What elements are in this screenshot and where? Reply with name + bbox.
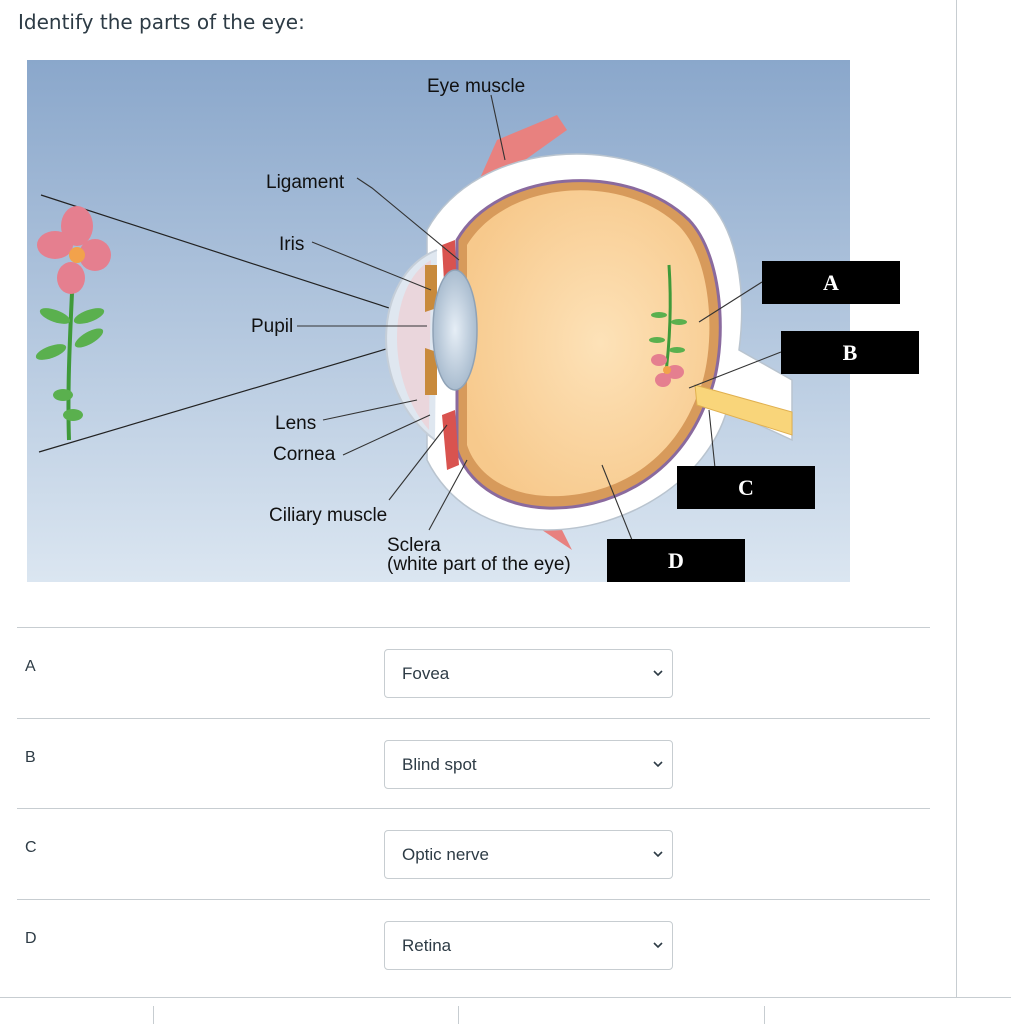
panel-divider <box>956 0 957 998</box>
label-sclera: Sclera <box>387 535 441 556</box>
marker-d: D <box>607 539 745 582</box>
answer-select-d[interactable]: Retina <box>384 920 673 970</box>
answer-row-c: C Optic nerve <box>17 808 930 899</box>
chevron-down-icon <box>653 760 663 767</box>
answer-letter: A <box>25 658 36 675</box>
select-value: Retina <box>402 935 452 955</box>
chevron-down-icon <box>653 670 663 677</box>
marker-a-letter: A <box>823 269 839 295</box>
footer-tick <box>153 1006 154 1024</box>
answer-row-d: D Retina <box>17 898 930 990</box>
marker-b: B <box>781 331 919 374</box>
marker-c-letter: C <box>738 474 754 500</box>
answer-list: A Fovea B Blind spot C Optic nerve D Ret… <box>17 627 930 989</box>
marker-c: C <box>677 466 815 509</box>
select-value: Optic nerve <box>402 845 489 864</box>
label-pupil: Pupil <box>251 316 293 337</box>
chevron-down-icon <box>653 941 663 948</box>
eye-diagram-artwork: Eye muscle Ligament Iris Pupil Lens Corn… <box>27 60 850 582</box>
answer-letter: D <box>25 929 37 947</box>
marker-d-letter: D <box>668 547 684 573</box>
answer-row-b: B Blind spot <box>17 717 930 809</box>
retina-image <box>649 264 687 387</box>
label-iris: Iris <box>279 234 304 255</box>
answer-letter: C <box>25 839 37 856</box>
label-eye-muscle: Eye muscle <box>427 76 525 97</box>
answer-select-c[interactable]: Optic nerve <box>384 830 673 879</box>
answer-select-a[interactable]: Fovea <box>384 649 673 698</box>
label-lens: Lens <box>275 413 316 434</box>
marker-a: A <box>762 261 900 304</box>
label-sclera-note: (white part of the eye) <box>387 554 571 575</box>
label-ciliary-muscle: Ciliary muscle <box>269 505 387 526</box>
label-ligament: Ligament <box>266 172 345 193</box>
flower-object <box>35 206 111 441</box>
question-title: Identify the parts of the eye: <box>18 10 305 34</box>
eye-diagram: Eye muscle Ligament Iris Pupil Lens Corn… <box>27 60 919 582</box>
answer-letter: B <box>25 748 36 766</box>
select-value: Blind spot <box>402 754 477 774</box>
label-cornea: Cornea <box>273 444 336 465</box>
select-value: Fovea <box>402 664 450 683</box>
answer-row-a: A Fovea <box>17 627 930 718</box>
marker-b-letter: B <box>842 339 858 365</box>
footer-tick <box>458 1006 459 1024</box>
footer-divider <box>0 997 1011 998</box>
footer-tick <box>764 1006 765 1024</box>
chevron-down-icon <box>653 851 663 858</box>
answer-select-b[interactable]: Blind spot <box>384 739 673 789</box>
